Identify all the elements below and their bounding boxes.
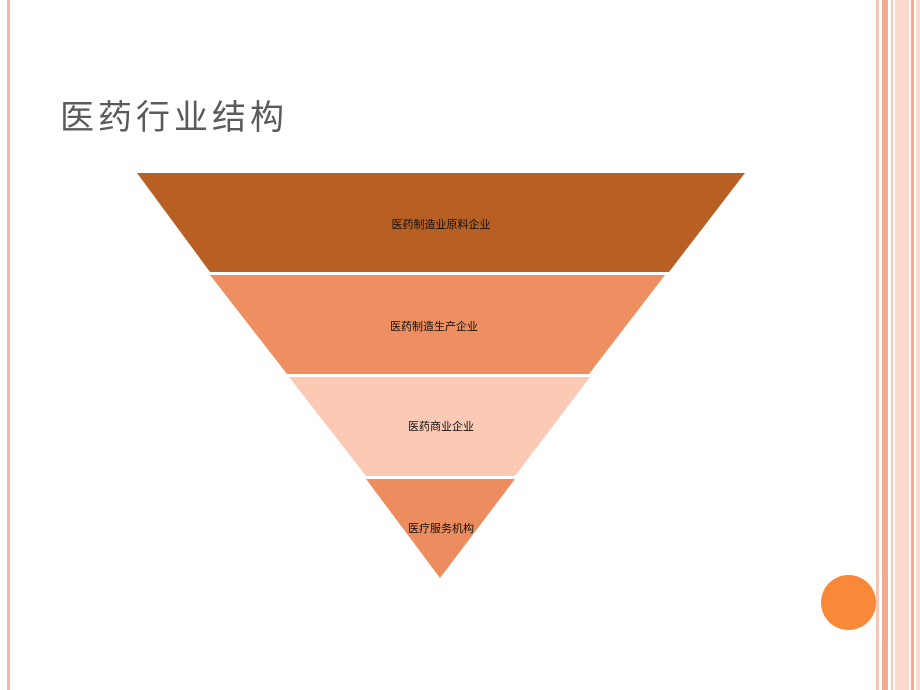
pyramid-label-medical-services: 医疗服务机构	[408, 521, 474, 535]
pyramid-level-raw-material	[137, 173, 745, 272]
right-border-stripe	[916, 0, 920, 690]
pyramid-level-commerce	[289, 377, 590, 476]
pyramid-level-medical-services	[366, 479, 515, 578]
right-border-stripe	[882, 0, 888, 690]
left-decorative-stripe	[7, 0, 10, 690]
right-border-stripe	[891, 0, 893, 690]
pyramid-label-commerce: 医药商业企业	[408, 419, 474, 433]
pyramid-label-raw-material: 医药制造业原料企业	[392, 217, 491, 231]
right-border-stripe	[895, 0, 909, 690]
right-border-stripe	[911, 0, 914, 690]
pyramid-level-manufacturing	[210, 275, 665, 374]
right-border-stripe	[876, 0, 879, 690]
pyramid-label-manufacturing: 医药制造生产企业	[390, 319, 478, 333]
decorative-circle	[821, 575, 876, 630]
slide-title: 医药行业结构	[60, 98, 288, 138]
